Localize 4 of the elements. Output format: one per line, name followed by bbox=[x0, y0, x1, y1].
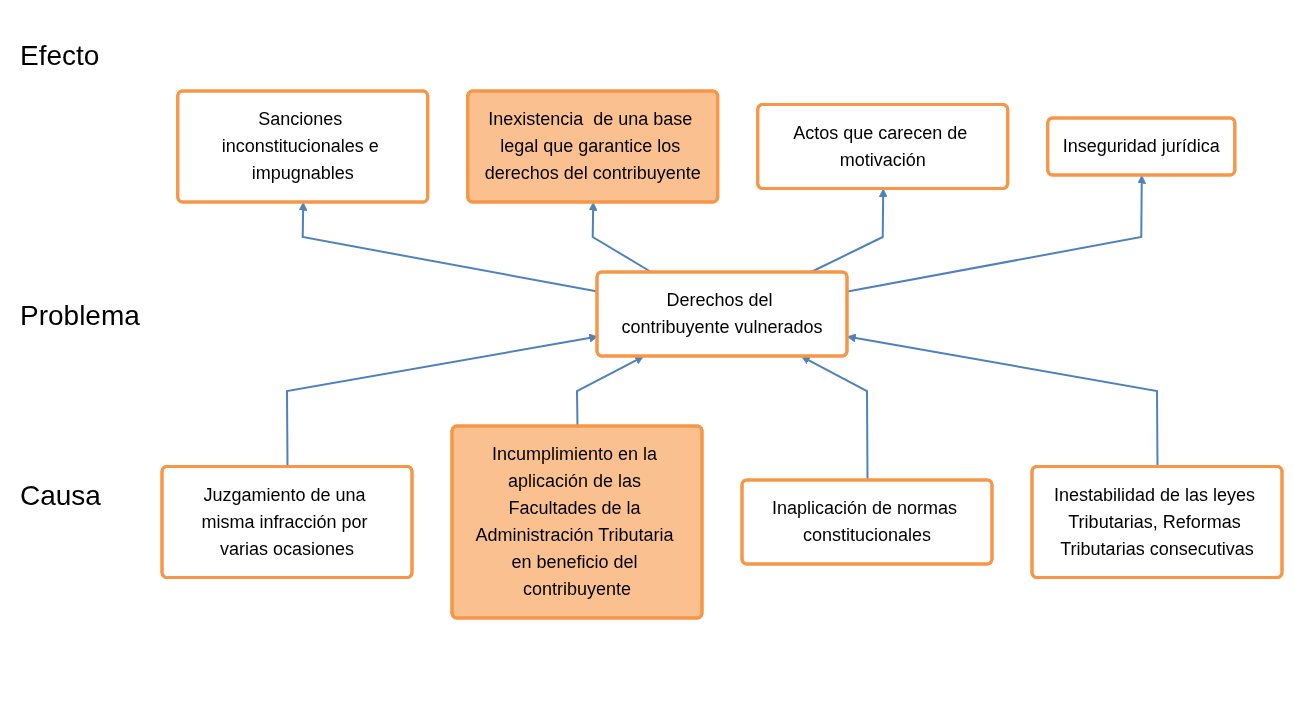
section-heading: Efecto bbox=[20, 40, 100, 72]
arrow bbox=[846, 174, 1146, 293]
section-heading: Causa bbox=[20, 480, 101, 512]
section-heading: Problema bbox=[20, 300, 140, 332]
